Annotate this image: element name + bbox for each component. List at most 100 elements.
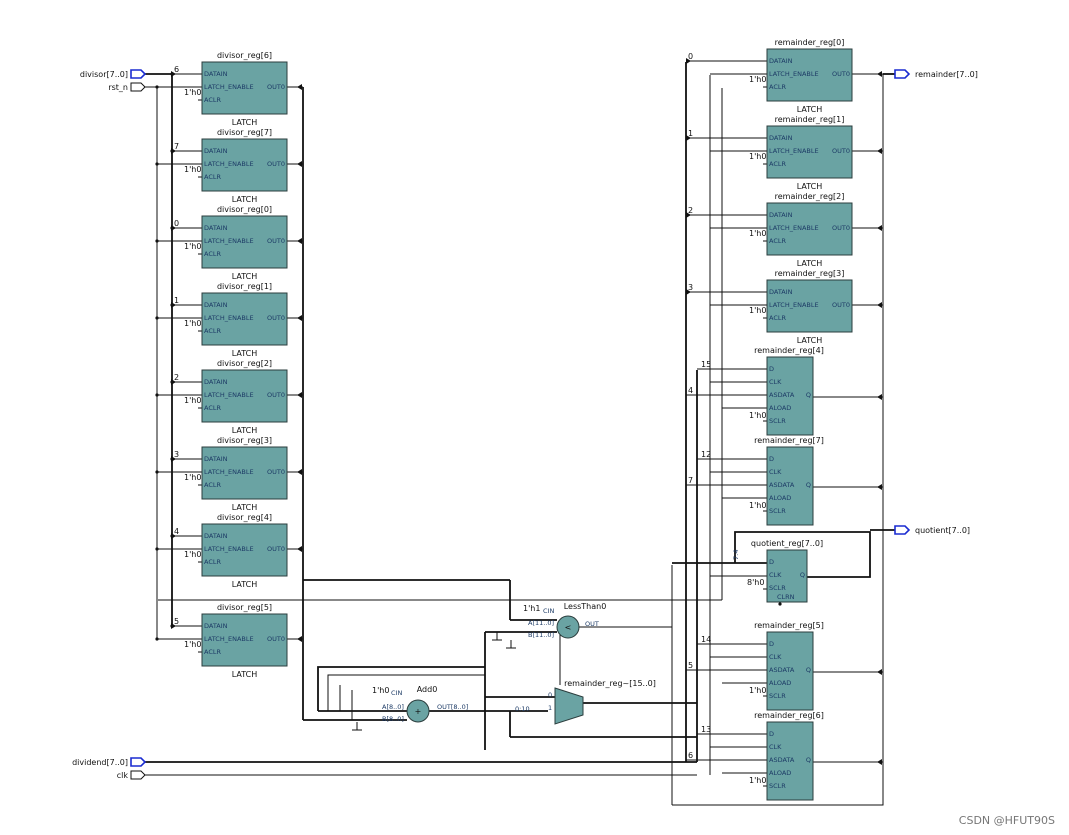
junction [170,380,174,384]
port-out0: OUT0 [267,468,285,476]
port-sclr: SCLR [769,692,786,700]
bit-index-label: 5 [688,661,693,670]
dividend-input-label: dividend[7..0] [72,758,128,767]
latch-type-label: LATCH [232,580,258,589]
mux-input-1: 1 [548,704,552,712]
dff-body [766,631,814,711]
divisor-latch: divisor_reg[7]LATCHDATAINLATCH_ENABLEACL… [184,128,288,204]
adder-cin-port: CIN [391,689,402,697]
latch-title: remainder_reg[1] [775,115,845,124]
junction [155,162,159,166]
latch-body [766,125,853,179]
port-latch-enable: LATCH_ENABLE [204,314,254,322]
arrow-head [297,469,302,475]
port-aclr: ACLR [204,481,221,489]
junction [170,226,174,230]
const-zero-label: 1'h0 [749,776,766,785]
adder-cin-const: 1'h0 [372,686,389,695]
const-zero-label: 1'h0 [184,640,201,649]
pin-shape [130,770,146,780]
port-datain: DATAIN [204,378,228,386]
dff-title: remainder_reg[4] [754,346,824,355]
port-aload: ALOAD [769,769,791,777]
comparator-a-port: A[11..0] [528,619,554,627]
port-datain: DATAIN [204,532,228,540]
port-aclr: ACLR [204,558,221,566]
pin-shape [130,757,147,767]
divisor-latch: divisor_reg[4]LATCHDATAINLATCH_ENABLEACL… [184,513,288,589]
block-layer: divisor_reg[6]LATCHDATAINLATCH_ENABLEACL… [130,38,911,801]
port-out0: OUT0 [832,70,850,78]
arrow-head [297,238,302,244]
dff-title: remainder_reg[6] [754,711,824,720]
bit-index-label: 0 [174,219,179,228]
comparator-title: LessThan0 [564,602,607,611]
latch-type-label: LATCH [797,336,823,345]
junction [170,457,174,461]
const-zero-label: 1'h0 [749,686,766,695]
const-zero-label: 1'h0 [749,501,766,510]
latch-type-label: LATCH [232,349,258,358]
junction [155,470,159,474]
dff-body [766,446,814,526]
arrow-head [877,484,882,490]
junction [155,393,159,397]
arrow-head [877,302,882,308]
latch-body [201,523,288,577]
adder-a-port: A[8..0] [382,703,404,711]
bit-index-label: 4 [174,527,179,536]
bit-index-label: 0 [688,52,693,61]
latch-type-label: LATCH [232,195,258,204]
quotient-output-label: quotient[7..0] [915,526,970,535]
port-d: D [769,455,774,463]
port-aclr: ACLR [204,648,221,656]
port-clk: CLK [769,378,782,386]
latch-title: remainder_reg[3] [775,269,845,278]
port-clk: CLK [769,571,782,579]
bit-index-label: 2 [688,206,693,215]
bit-index-label: 3 [174,450,179,459]
const-zero-label: 1'h0 [184,88,201,97]
port-datain: DATAIN [204,224,228,232]
latch-title: divisor_reg[0] [217,205,272,214]
port-out0: OUT0 [267,545,285,553]
port-out0: OUT0 [832,301,850,309]
port-asdata: ASDATA [769,391,795,399]
comparator-symbol: < [565,623,572,632]
comparator-b-port: B[11..0] [528,631,554,639]
const-zero-label: 1'h0 [184,242,201,251]
latch-body [201,61,288,115]
port-out0: OUT0 [267,635,285,643]
const-zero-label: 1'h0 [749,306,766,315]
port-aclr: ACLR [769,314,786,322]
port-latch-enable: LATCH_ENABLE [204,391,254,399]
divisor-latch: divisor_reg[1]LATCHDATAINLATCH_ENABLEACL… [184,282,288,358]
port-clk: CLK [769,468,782,476]
port-asdata: ASDATA [769,666,795,674]
port-sclr: SCLR [769,507,786,515]
port-aclr: ACLR [204,404,221,412]
port-datain: DATAIN [769,288,793,296]
port-aload: ALOAD [769,679,791,687]
latch-type-label: LATCH [232,670,258,679]
junction [170,72,174,76]
port-latch-enable: LATCH_ENABLE [204,635,254,643]
port-datain: DATAIN [204,622,228,630]
port-latch-enable: LATCH_ENABLE [769,147,819,155]
port-aclr: ACLR [769,83,786,91]
dff-body [766,356,814,436]
port-sclr: SCLR [769,417,786,425]
const-zero-label: 1'h0 [184,550,201,559]
junction [170,534,174,538]
divisor-latch: divisor_reg[2]LATCHDATAINLATCH_ENABLEACL… [184,359,288,435]
quotient-body [766,549,808,603]
junction [778,602,782,606]
mux-input-0: 0 [548,691,552,699]
adder-body [406,699,430,723]
remainder-latch: remainder_reg[1]LATCHDATAINLATCH_ENABLEA… [749,115,853,191]
divisor-latch: divisor_reg[6]LATCHDATAINLATCH_ENABLEACL… [184,51,288,127]
port-clk: CLK [769,653,782,661]
